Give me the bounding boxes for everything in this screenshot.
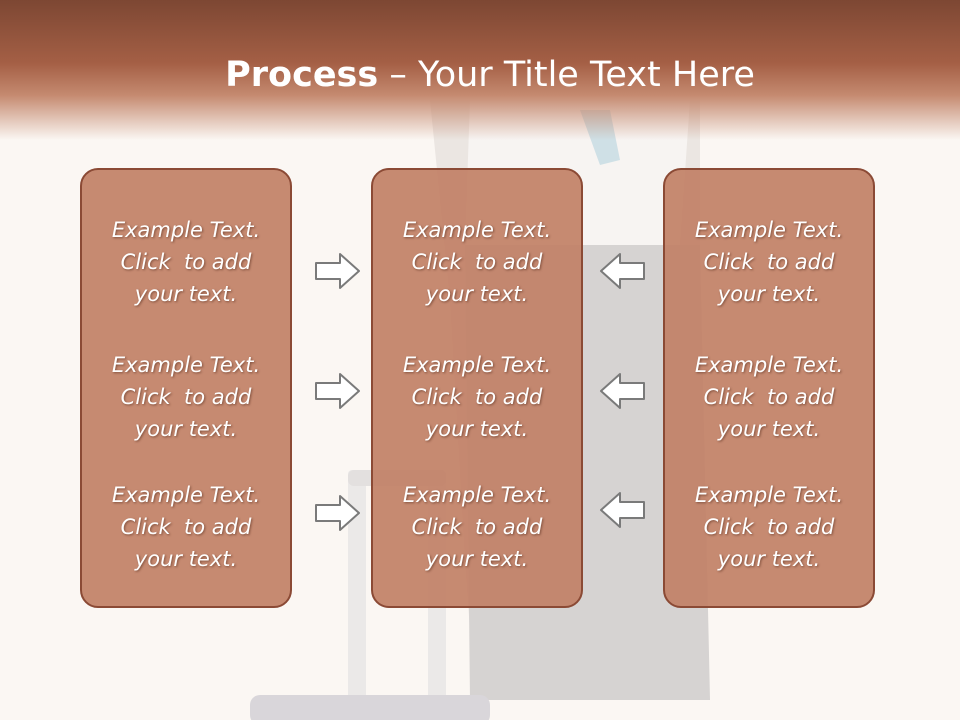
text-line: Example Text. xyxy=(111,218,261,242)
arrow-right-icon xyxy=(315,373,360,409)
text-line: Example Text. xyxy=(111,483,261,507)
text-block[interactable]: Example Text. Click to add your text. xyxy=(373,349,581,445)
text-line: Example Text. xyxy=(402,353,552,377)
text-line: your text. xyxy=(717,282,821,306)
text-line: your text. xyxy=(425,417,529,441)
text-block[interactable]: Example Text. Click to add your text. xyxy=(82,214,290,310)
text-line: your text. xyxy=(425,282,529,306)
text-line: Example Text. xyxy=(694,218,844,242)
text-line: Example Text. xyxy=(402,483,552,507)
text-line: Example Text. xyxy=(694,353,844,377)
text-line: your text. xyxy=(134,417,238,441)
text-block[interactable]: Example Text. Click to add your text. xyxy=(665,349,873,445)
title-dash: – xyxy=(378,55,418,95)
text-line: your text. xyxy=(717,417,821,441)
text-line: Example Text. xyxy=(111,353,261,377)
process-box-right[interactable]: Example Text. Click to add your text. Ex… xyxy=(663,168,875,608)
process-box-center[interactable]: Example Text. Click to add your text. Ex… xyxy=(371,168,583,608)
arrow-left-icon xyxy=(600,253,645,289)
text-line: your text. xyxy=(425,547,529,571)
arrow-right-icon xyxy=(315,495,360,531)
header-band xyxy=(0,0,960,140)
text-line: your text. xyxy=(134,547,238,571)
text-line: Click to add xyxy=(703,515,835,539)
title-bold: Process xyxy=(225,55,379,95)
text-line: Click to add xyxy=(120,515,252,539)
text-block[interactable]: Example Text. Click to add your text. xyxy=(373,479,581,575)
slide-title[interactable]: Process – Your Title Text Here xyxy=(0,52,960,98)
text-line: your text. xyxy=(134,282,238,306)
text-block[interactable]: Example Text. Click to add your text. xyxy=(82,349,290,445)
arrow-right-icon xyxy=(315,253,360,289)
arrow-left-icon xyxy=(600,492,645,528)
text-block[interactable]: Example Text. Click to add your text. xyxy=(665,479,873,575)
text-line: Click to add xyxy=(411,250,543,274)
text-line: Click to add xyxy=(411,385,543,409)
arrow-left-icon xyxy=(600,373,645,409)
text-line: Click to add xyxy=(120,385,252,409)
text-line: Click to add xyxy=(120,250,252,274)
text-line: Click to add xyxy=(703,250,835,274)
text-line: Example Text. xyxy=(402,218,552,242)
text-block[interactable]: Example Text. Click to add your text. xyxy=(82,479,290,575)
title-rest: Your Title Text Here xyxy=(417,55,755,95)
text-line: Example Text. xyxy=(694,483,844,507)
text-line: your text. xyxy=(717,547,821,571)
text-block[interactable]: Example Text. Click to add your text. xyxy=(373,214,581,310)
text-line: Click to add xyxy=(703,385,835,409)
text-block[interactable]: Example Text. Click to add your text. xyxy=(665,214,873,310)
text-line: Click to add xyxy=(411,515,543,539)
process-box-left[interactable]: Example Text. Click to add your text. Ex… xyxy=(80,168,292,608)
